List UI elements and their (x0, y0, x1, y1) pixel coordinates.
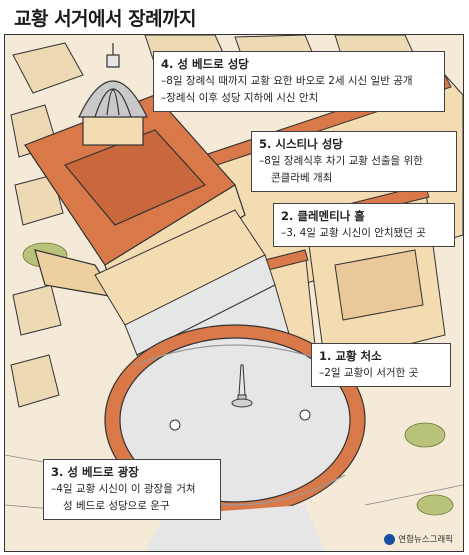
callout-basilica: 4. 성 베드로 성당 –8일 장례식 때까지 교황 요한 바오로 2세 시신 … (153, 51, 445, 112)
callout-sistine-chapel: 5. 시스티나 성당 –8일 장례식후 차기 교황 선출을 위한 콘클라베 개최 (251, 131, 457, 192)
callout-sistine-chapel-line-1: –8일 장례식후 차기 교황 선출을 위한 (259, 155, 423, 167)
page-title: 교황 서거에서 장례까지 (14, 8, 197, 30)
credit-logo-icon (384, 533, 396, 545)
callout-basilica-line-1: –8일 장례식 때까지 교황 요한 바오로 2세 시신 일반 공개 (161, 75, 413, 87)
credit-text: 연합뉴스그래픽 (398, 535, 453, 545)
callout-papal-residence: 1. 교황 처소 –2일 교황이 서거한 곳 (311, 343, 451, 387)
callout-clementine-hall: 2. 클레멘티나 홀 –3, 4일 교황 시신이 안치됐던 곳 (273, 203, 455, 247)
callout-st-peters-square-line-1: –4일 교황 시신이 이 광장을 거쳐 (51, 483, 196, 495)
obelisk-icon (231, 364, 253, 408)
callout-papal-residence-title: 1. 교황 처소 (319, 349, 382, 363)
dome-icon (78, 43, 148, 146)
callout-st-peters-square-title: 3. 성 베드로 광장 (51, 465, 139, 479)
callout-st-peters-square: 3. 성 베드로 광장 –4일 교황 시신이 이 광장을 거쳐 성 베드로 성당… (43, 459, 221, 520)
credit: 연합뉴스그래픽 (384, 533, 453, 545)
callout-basilica-line-2: –장례식 이후 성당 지하에 시신 안치 (161, 92, 319, 104)
callout-papal-residence-line-1: –2일 교황이 서거한 곳 (319, 367, 419, 379)
callout-clementine-hall-title: 2. 클레멘티나 홀 (281, 209, 365, 223)
callout-sistine-chapel-title: 5. 시스티나 성당 (259, 137, 343, 151)
callout-sistine-chapel-line-2: 콘클라베 개최 (271, 172, 333, 184)
illustration-frame: 4. 성 베드로 성당 –8일 장례식 때까지 교황 요한 바오로 2세 시신 … (4, 34, 464, 552)
callout-basilica-title: 4. 성 베드로 성당 (161, 57, 249, 71)
callout-st-peters-square-line-2: 성 베드로 성당으로 운구 (63, 500, 170, 512)
callout-clementine-hall-line-1: –3, 4일 교황 시신이 안치됐던 곳 (281, 227, 426, 239)
